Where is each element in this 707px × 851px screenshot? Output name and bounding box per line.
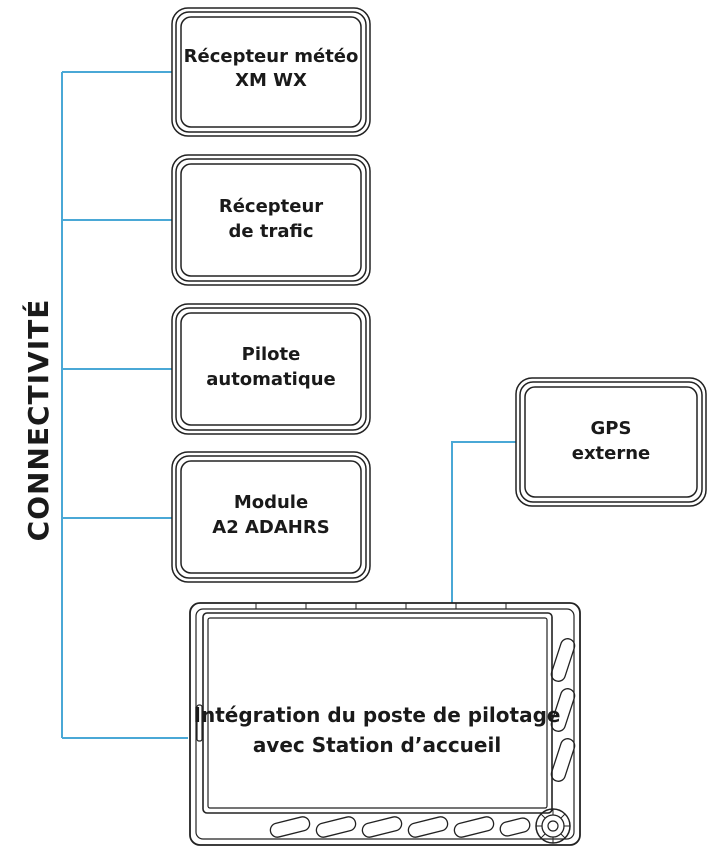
right-softkey-1[interactable] bbox=[550, 637, 577, 683]
box-adahrs: Module A2 ADAHRS bbox=[171, 451, 371, 583]
rotary-knob[interactable] bbox=[535, 808, 571, 844]
display-screen bbox=[207, 617, 548, 809]
display-bottom-buttons bbox=[269, 815, 531, 838]
display-bezel-inner bbox=[195, 608, 575, 840]
connector-lines bbox=[61, 71, 516, 739]
box-xm-wx-line1: Récepteur météo bbox=[184, 46, 359, 67]
box-pilote-line2: automatique bbox=[206, 369, 336, 390]
bottom-softkey-1[interactable] bbox=[269, 815, 311, 838]
right-softkey-2[interactable] bbox=[550, 687, 577, 733]
display-screen-outer bbox=[202, 612, 553, 814]
display-device: Intégration du poste de pilotage avec St… bbox=[189, 602, 581, 846]
display-bezel-outer bbox=[189, 602, 581, 846]
box-adahrs-line1: Module bbox=[234, 492, 308, 513]
display-top-ticks bbox=[255, 603, 507, 609]
bottom-softkey-5[interactable] bbox=[453, 815, 495, 838]
box-gps-line1: GPS bbox=[591, 418, 632, 439]
display-right-buttons bbox=[550, 637, 577, 783]
bottom-softkey-4[interactable] bbox=[407, 815, 449, 838]
display-text-line1: Intégration du poste de pilotage bbox=[194, 703, 561, 727]
side-label: CONNECTIVITÉ bbox=[21, 299, 55, 542]
box-pilote: Pilote automatique bbox=[171, 303, 371, 435]
bottom-softkey-2[interactable] bbox=[315, 815, 357, 838]
box-trafic-line1: Récepteur bbox=[219, 196, 323, 217]
box-gps-line2: externe bbox=[572, 443, 651, 464]
box-xm-wx: Récepteur météo XM WX bbox=[171, 7, 371, 137]
box-trafic-line2: de trafic bbox=[229, 221, 314, 242]
box-gps: GPS externe bbox=[515, 377, 707, 507]
box-adahrs-line2: A2 ADAHRS bbox=[212, 517, 329, 538]
connector-gps bbox=[451, 441, 516, 603]
display-side-latch bbox=[196, 704, 203, 742]
box-xm-wx-line2: XM WX bbox=[235, 70, 307, 91]
bottom-softkey-3[interactable] bbox=[361, 815, 403, 838]
box-pilote-line1: Pilote bbox=[242, 344, 301, 365]
box-trafic: Récepteur de trafic bbox=[171, 154, 371, 286]
bottom-softkey-6[interactable] bbox=[499, 817, 531, 838]
display-text-line2: avec Station d’accueil bbox=[253, 733, 501, 757]
right-softkey-3[interactable] bbox=[550, 737, 577, 783]
